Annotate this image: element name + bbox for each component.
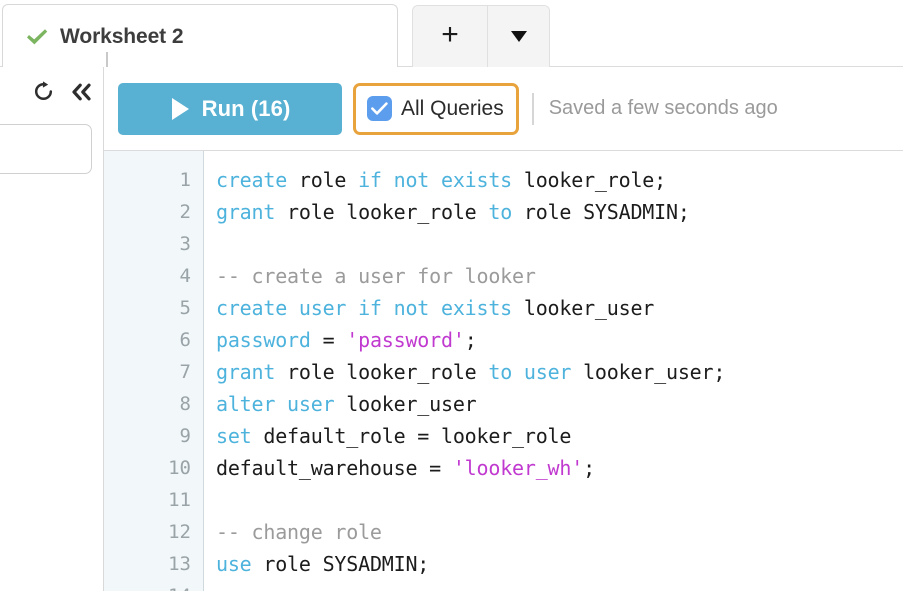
code-line: default_warehouse = 'looker_wh'; bbox=[216, 452, 903, 484]
left-rail-search-input[interactable] bbox=[0, 124, 92, 174]
text-caret bbox=[106, 52, 108, 74]
code-token-kw: if not exists bbox=[358, 168, 513, 192]
code-token-kw: use bbox=[216, 552, 252, 576]
new-tab-button-group: + bbox=[412, 5, 550, 67]
line-number-gutter: 1234567891011121314 bbox=[104, 151, 204, 591]
line-number: 2 bbox=[179, 201, 191, 223]
tab-title: Worksheet 2 bbox=[60, 24, 184, 48]
line-number: 13 bbox=[168, 553, 191, 575]
code-line: password = 'password'; bbox=[216, 324, 903, 356]
code-token-pln: role looker_role bbox=[275, 360, 489, 384]
code-line: set default_role = looker_role bbox=[216, 420, 903, 452]
code-line bbox=[216, 228, 903, 260]
code-token-cmt: -- create a user for looker bbox=[216, 264, 536, 288]
code-token-cmt: -- change role bbox=[216, 520, 382, 544]
saved-status: Saved a few seconds ago bbox=[548, 97, 778, 119]
code-token-kw: password bbox=[216, 328, 311, 352]
refresh-icon[interactable] bbox=[31, 79, 55, 105]
line-number: 8 bbox=[179, 393, 191, 415]
code-token-kw: alter user bbox=[216, 392, 335, 416]
code-line: use role SYSADMIN; bbox=[216, 548, 903, 580]
code-token-kw: create user if not exists bbox=[216, 296, 513, 320]
code-line: grant role looker_role to user looker_us… bbox=[216, 356, 903, 388]
play-icon bbox=[171, 97, 189, 120]
left-rail bbox=[0, 67, 104, 591]
code-line: create role if not exists looker_role; bbox=[216, 164, 903, 196]
line-number: 1 bbox=[179, 169, 191, 191]
line-number: 7 bbox=[179, 361, 191, 383]
line-number: 12 bbox=[168, 521, 191, 543]
code-token-str: 'password' bbox=[346, 328, 465, 352]
code-token-kw: set bbox=[216, 424, 252, 448]
line-number: 4 bbox=[179, 265, 191, 287]
line-number: 3 bbox=[179, 233, 191, 255]
line-number: 10 bbox=[168, 457, 191, 479]
code-token-pln: looker_user bbox=[512, 296, 655, 320]
line-number: 5 bbox=[179, 297, 191, 319]
editor-toolbar: Run (16) All Queries Saved a few seconds… bbox=[104, 67, 903, 150]
left-rail-divider bbox=[103, 67, 104, 591]
code-line bbox=[216, 484, 903, 516]
left-rail-icon-group bbox=[31, 79, 93, 105]
code-token-pln: default_role = looker_role bbox=[251, 424, 572, 448]
run-button[interactable]: Run (16) bbox=[118, 82, 342, 135]
line-number: 6 bbox=[179, 329, 191, 351]
line-number: 11 bbox=[168, 489, 191, 511]
code-token-pln: = bbox=[310, 328, 347, 352]
sql-editor[interactable]: 1234567891011121314 create role if not e… bbox=[104, 150, 903, 591]
all-queries-label: All Queries bbox=[401, 96, 504, 120]
code-token-pln: role looker_role bbox=[275, 200, 489, 224]
green-check-icon bbox=[25, 26, 51, 48]
tab-worksheet-2[interactable]: Worksheet 2 bbox=[2, 4, 398, 68]
code-line: -- change role bbox=[216, 516, 903, 548]
code-token-pln: looker_role; bbox=[512, 168, 666, 192]
plus-icon: + bbox=[441, 18, 459, 51]
run-button-label: Run (16) bbox=[201, 95, 291, 121]
code-token-kw: create bbox=[216, 168, 288, 192]
double-chevron-left-icon[interactable] bbox=[69, 79, 93, 105]
line-number: 9 bbox=[179, 425, 191, 447]
code-token-kw: grant bbox=[216, 200, 276, 224]
code-token-kw: to user bbox=[488, 360, 572, 384]
code-token-str: 'looker_wh' bbox=[452, 456, 584, 480]
code-token-pln: role bbox=[287, 168, 359, 192]
code-token-pln: ; bbox=[464, 328, 477, 352]
code-token-pln: role SYSADMIN; bbox=[251, 552, 430, 576]
code-token-pln: looker_user bbox=[334, 392, 477, 416]
code-token-pln: looker_user; bbox=[571, 360, 726, 384]
code-line: grant role looker_role to role SYSADMIN; bbox=[216, 196, 903, 228]
code-token-pln: default_warehouse = bbox=[216, 456, 453, 480]
code-line: -- create a user for looker bbox=[216, 260, 903, 292]
new-worksheet-dropdown-button[interactable] bbox=[487, 6, 549, 67]
code-token-pln: role SYSADMIN; bbox=[512, 200, 690, 224]
code-line: alter user looker_user bbox=[216, 388, 903, 420]
chevron-down-icon bbox=[510, 31, 527, 42]
add-worksheet-button[interactable]: + bbox=[413, 6, 487, 67]
tab-bar: Worksheet 2 + bbox=[0, 0, 903, 74]
code-token-pln: ; bbox=[583, 456, 595, 480]
code-line bbox=[216, 580, 903, 591]
toolbar-divider bbox=[531, 92, 534, 125]
line-number: 14 bbox=[104, 580, 203, 591]
code-token-kw: to bbox=[488, 200, 513, 224]
code-area[interactable]: create role if not exists looker_role;gr… bbox=[204, 151, 903, 591]
code-token-kw: grant bbox=[216, 360, 276, 384]
code-line: create user if not exists looker_user bbox=[216, 292, 903, 324]
all-queries-checkbox[interactable]: All Queries bbox=[353, 82, 519, 135]
checkbox-checked-icon bbox=[367, 96, 392, 121]
